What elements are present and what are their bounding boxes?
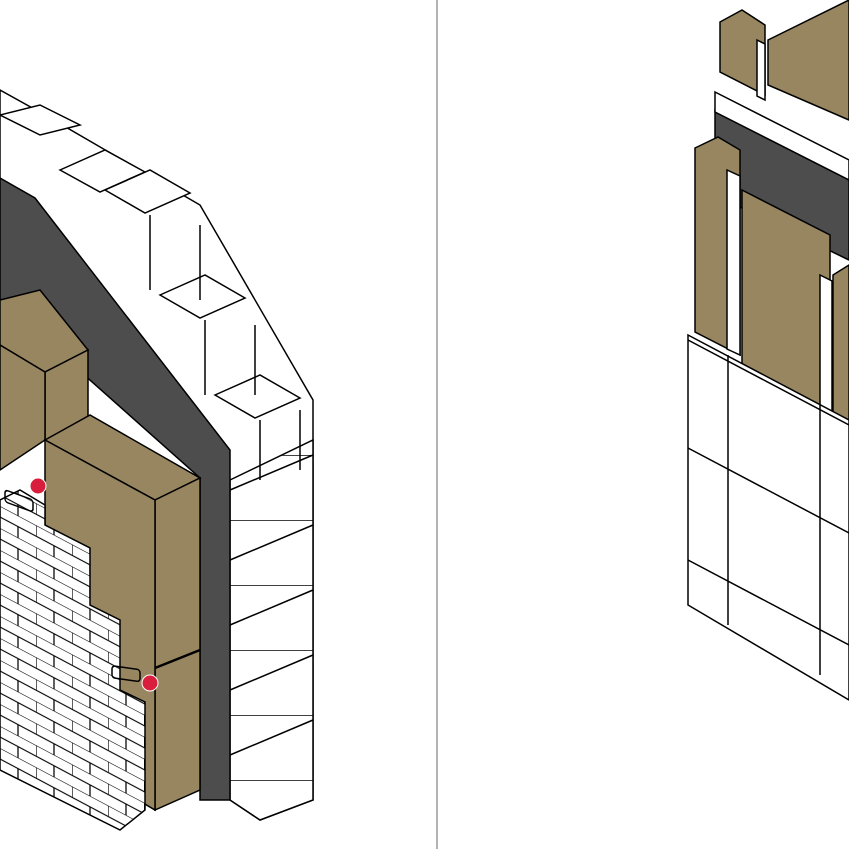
left-assembly [0,89,314,831]
masonry-tie-icon [111,665,159,692]
brick-veneer [0,489,146,831]
masonry-tie-icon [4,477,47,512]
white-strip [714,90,849,181]
right-assembly [687,0,849,701]
rigid-insulation-upper [0,289,90,471]
vertical-rails [726,38,833,422]
panel-cladding [687,333,849,701]
